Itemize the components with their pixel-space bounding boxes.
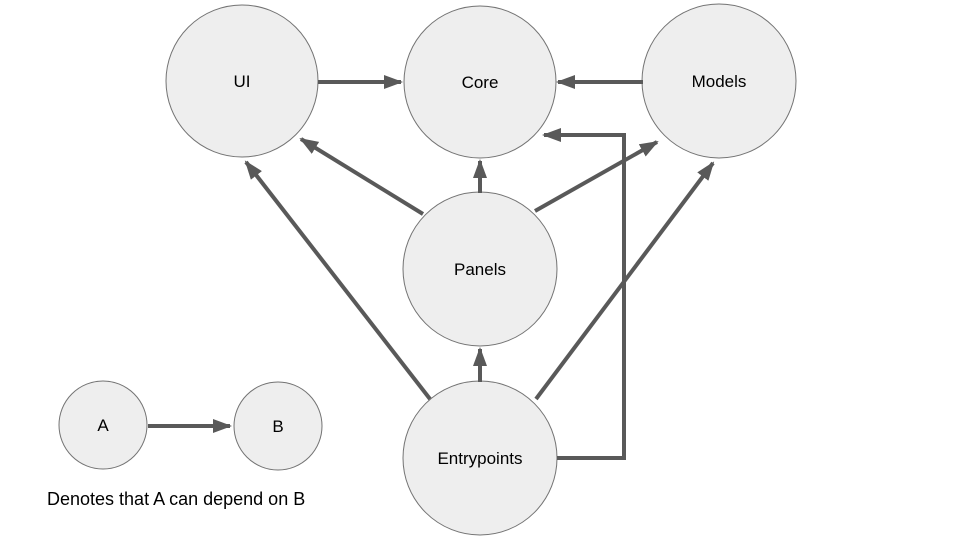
node-entrypoints: Entrypoints	[402, 380, 558, 536]
legend-node-b: B	[233, 381, 323, 471]
node-ui: UI	[165, 4, 319, 158]
legend-node-a: A	[58, 380, 148, 470]
node-models-label: Models	[692, 72, 747, 91]
legend-node-b-label: B	[272, 417, 283, 436]
legend-node-a-circle	[58, 380, 148, 470]
legend-caption: Denotes that A can depend on B	[47, 489, 305, 509]
edge-panels-to-ui	[299, 137, 425, 216]
node-entrypoints-label: Entrypoints	[437, 449, 522, 468]
edge-panels-to-models	[534, 140, 659, 213]
edge-entrypoints-to-ui	[244, 160, 432, 401]
node-core-label: Core	[462, 73, 499, 92]
node-ui-label: UI	[234, 72, 251, 91]
node-panels-label: Panels	[454, 260, 506, 279]
node-core: Core	[403, 5, 557, 159]
node-panels: Panels	[402, 191, 558, 347]
edge-entrypoints-to-core	[542, 128, 626, 460]
legend-node-b-circle	[233, 381, 323, 471]
node-models: Models	[641, 3, 797, 159]
legend-node-a-label: A	[97, 416, 109, 435]
